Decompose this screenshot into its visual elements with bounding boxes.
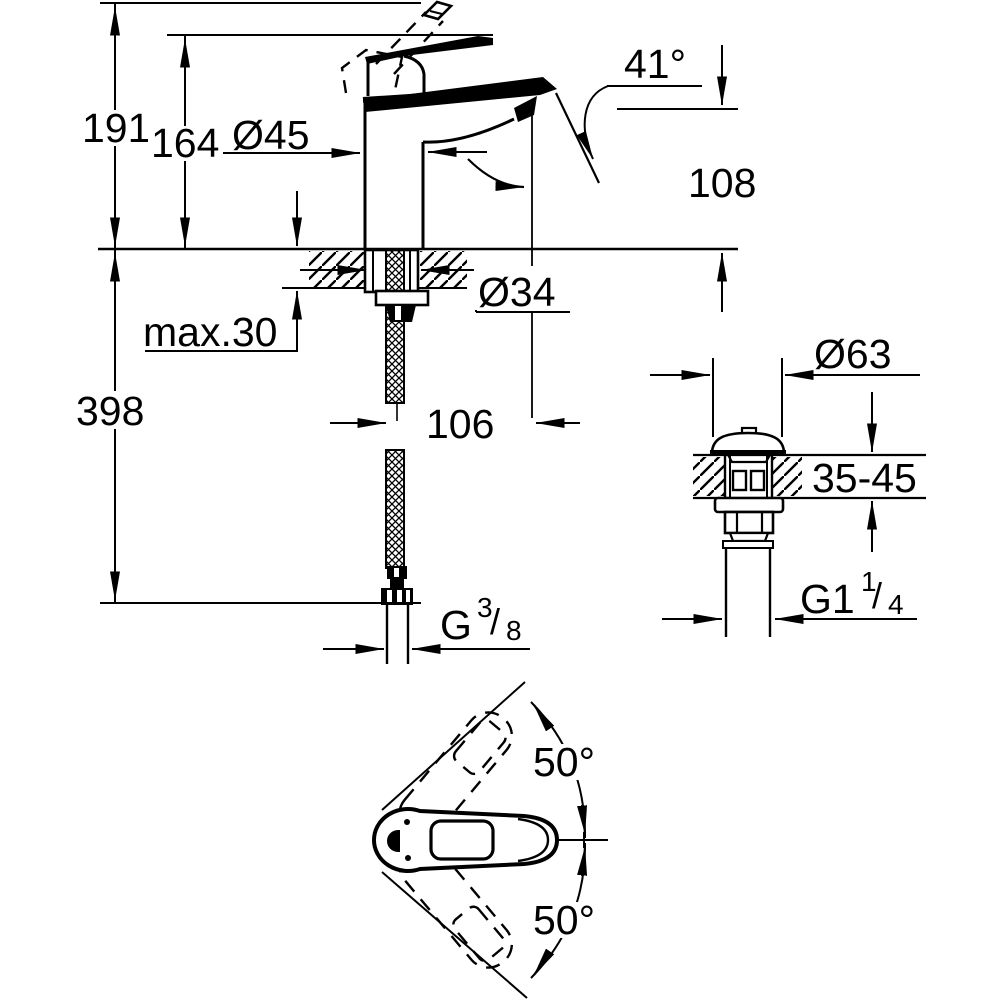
mounting-flange — [374, 289, 430, 307]
label-bg — [148, 126, 222, 161]
supply-hose-lower — [385, 449, 405, 569]
swivel-diagonal-lower — [381, 871, 528, 999]
handle-dot-top — [404, 819, 410, 825]
supply-hose-upper — [385, 249, 405, 404]
hose-thread-main: G — [440, 602, 472, 648]
hose-thread-sup: 3 — [477, 592, 493, 623]
dimension-41deg: 41° — [624, 41, 686, 87]
dimension-g1-1-4: G1 1 / 4 — [800, 566, 904, 622]
drain-thread-step — [722, 540, 774, 549]
thread-size-slash: / — [872, 575, 882, 616]
dimension-labels: 191 164 Ø45 41° 108 Ø34 max.30 398 106 Ø… — [73, 41, 917, 943]
handle-top-view — [371, 681, 608, 999]
hose-thread-sub: 8 — [506, 615, 522, 646]
drain-assembly-view — [650, 358, 926, 637]
hose-nut-facets — [387, 590, 410, 603]
hose-thread-slash: / — [490, 601, 500, 642]
dimension-d45: Ø45 — [232, 112, 310, 158]
body-seam — [362, 93, 426, 103]
handle-lever-closed — [365, 36, 493, 64]
drain-deck-hatch-right — [773, 457, 802, 496]
label-bg — [80, 110, 150, 146]
dimension-g-3-8: G 3 / 8 — [440, 592, 522, 648]
handle-lever-open-dashed — [340, 11, 444, 94]
handle-neck-right — [403, 54, 426, 96]
drain-step — [728, 531, 770, 543]
spout-top-edge — [363, 77, 557, 112]
handle-temp-marker — [387, 830, 400, 852]
spout-aerator — [514, 96, 537, 122]
drain-hex-nut-facets — [735, 512, 764, 533]
dimension-191: 191 — [82, 105, 150, 151]
dimension-398: 398 — [76, 388, 144, 434]
label-bg — [474, 267, 566, 310]
dimension-d63: Ø63 — [814, 331, 892, 377]
hose-adapter-slit — [395, 306, 401, 320]
drain-cap-dome — [710, 431, 786, 453]
mounting-shank-inner-lines — [372, 250, 411, 292]
dimension-50deg-bottom: 50° — [533, 897, 595, 943]
drain-tailpipe — [724, 548, 772, 637]
drain-body-walls — [723, 453, 774, 498]
thread-size-sub: 4 — [888, 589, 904, 620]
dimension-108: 108 — [688, 160, 756, 206]
hose-thread-tube — [385, 605, 410, 664]
swivel-diagonal-upper — [381, 681, 526, 811]
handle-top-inner-contour — [517, 817, 550, 863]
dimension-164: 164 — [151, 120, 219, 166]
handle-lever-open-tip — [421, 0, 454, 21]
hose-collar — [390, 579, 404, 588]
label-bg — [529, 744, 607, 780]
drain-flange — [713, 496, 785, 514]
drain-hex-nut — [723, 510, 775, 535]
drain-overflow-windows — [731, 469, 766, 492]
label-bg — [73, 391, 153, 429]
label-bg — [529, 902, 607, 938]
spout-underside-curve — [422, 117, 515, 144]
dimension-35-45: 35-45 — [812, 455, 917, 501]
water-stream-line — [555, 92, 600, 184]
drain-deck-hatch-left — [693, 457, 725, 496]
thread-size-main: G1 — [800, 576, 855, 622]
handle-dot-bottom — [405, 855, 411, 861]
faucet-side-view — [98, 0, 738, 664]
thread-size-sup: 1 — [861, 566, 877, 597]
drain-body-inner-walls — [729, 455, 768, 498]
hose-ferrule-slit — [394, 568, 399, 577]
dimension-106: 106 — [426, 401, 494, 447]
dimension-max30: max.30 — [143, 309, 277, 355]
outlet-leader-arrow — [467, 158, 525, 192]
dimension-d34: Ø34 — [478, 269, 556, 315]
angle-arc-41 — [576, 85, 609, 160]
dimension-50deg-top: 50° — [533, 739, 595, 785]
handle-lever-pad — [429, 819, 495, 861]
